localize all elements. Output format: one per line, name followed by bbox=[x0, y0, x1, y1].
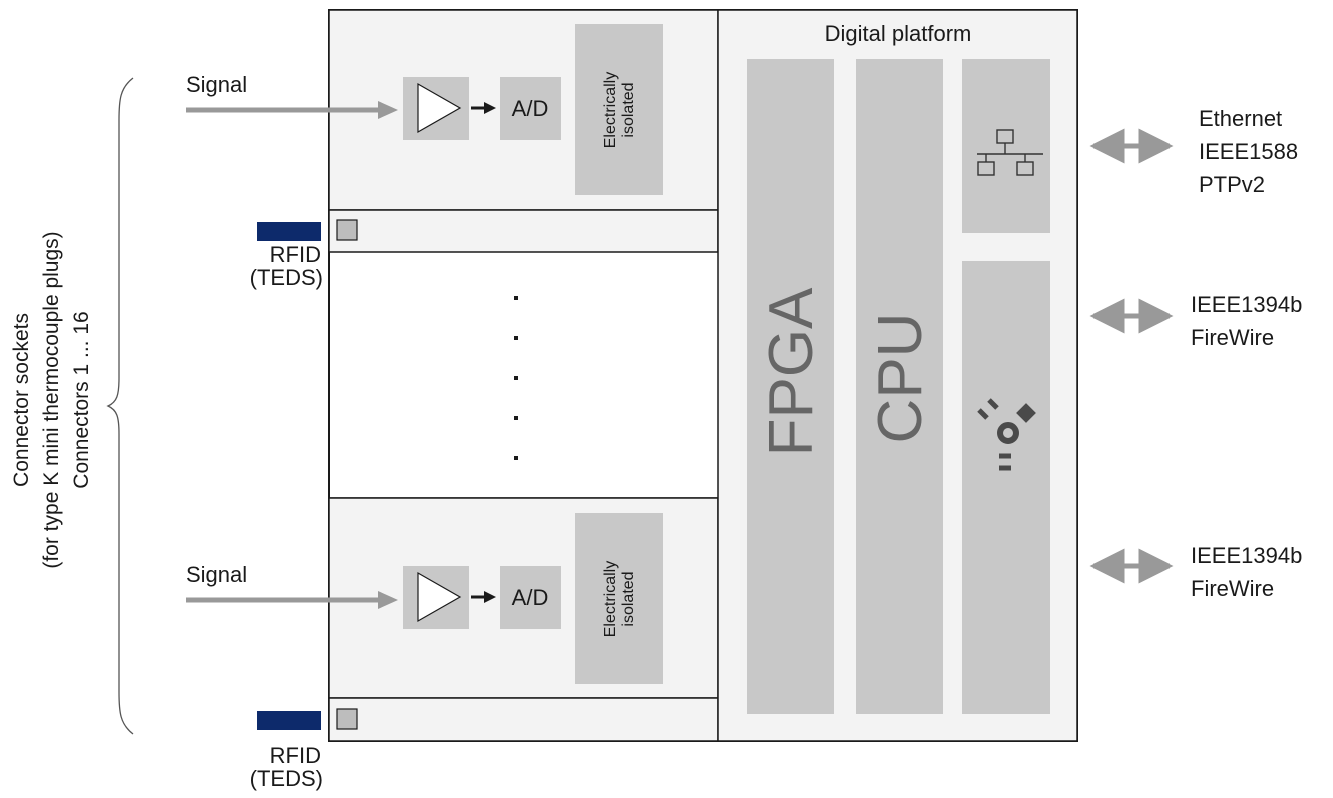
isolation-label-line1: Electrically bbox=[602, 72, 619, 148]
teds-chip-icon bbox=[336, 708, 358, 730]
rfid-label: RFID bbox=[270, 743, 321, 768]
cpu-label: CPU bbox=[866, 313, 935, 444]
interface-arrows bbox=[1089, 128, 1174, 584]
digital-platform: Digital platform FPGA CPU bbox=[717, 9, 1078, 742]
arrow-head-icon bbox=[484, 591, 496, 603]
cpu-block bbox=[856, 59, 943, 714]
rfid-tag-icon bbox=[257, 222, 321, 241]
ad-converter-label: A/D bbox=[512, 96, 549, 121]
isolation-block bbox=[575, 513, 663, 684]
signal-label: Signal bbox=[186, 562, 247, 587]
interface-label-line: IEEE1588 bbox=[1199, 139, 1298, 164]
channel-top: A/D Electrically isolated Signal RFID (T… bbox=[186, 9, 719, 290]
ad-converter-block bbox=[500, 77, 561, 140]
channel-bottom-teds-strip bbox=[328, 697, 719, 742]
firewire-block bbox=[962, 261, 1050, 714]
svg-text:Connectors 1 ... 16: Connectors 1 ... 16 bbox=[70, 311, 93, 488]
fpga-block bbox=[747, 59, 834, 714]
firewire-icon bbox=[977, 398, 1036, 471]
interface-label-line: PTPv2 bbox=[1199, 172, 1265, 197]
channel-ellipsis bbox=[514, 296, 518, 460]
teds-label: (TEDS) bbox=[250, 766, 323, 791]
isolation-label-line2: isolated bbox=[620, 82, 637, 137]
teds-chip-icon bbox=[336, 219, 358, 241]
amplifier-triangle-icon bbox=[417, 571, 462, 623]
svg-text:Connector sockets: Connector sockets bbox=[10, 313, 33, 487]
fpga-label: FPGA bbox=[757, 287, 826, 456]
arrow-head-icon bbox=[484, 102, 496, 114]
interface-label-line: IEEE1394b bbox=[1191, 292, 1302, 317]
signal-arrow-head-icon bbox=[378, 101, 398, 119]
isolation-label-line1: Electrically bbox=[602, 561, 619, 637]
interface-label-line: FireWire bbox=[1191, 576, 1274, 601]
interface-label-line: IEEE1394b bbox=[1191, 543, 1302, 568]
channel-top-teds-strip bbox=[328, 209, 719, 253]
network-icon bbox=[977, 129, 1043, 176]
ethernet-block bbox=[962, 59, 1050, 233]
isolation-block bbox=[575, 24, 663, 195]
teds-label: (TEDS) bbox=[250, 265, 323, 290]
connector-brace bbox=[106, 77, 134, 735]
ad-converter-block bbox=[500, 566, 561, 629]
digital-platform-title: Digital platform bbox=[825, 21, 972, 46]
isolation-label-line2: isolated bbox=[620, 571, 637, 626]
signal-label: Signal bbox=[186, 72, 247, 97]
signal-arrow-head-icon bbox=[378, 591, 398, 609]
rfid-tag-icon bbox=[257, 711, 321, 730]
amplifier-triangle-icon bbox=[417, 82, 462, 134]
interface-labels: Ethernet IEEE1588 PTPv2 IEEE1394b FireWi… bbox=[1191, 106, 1302, 601]
channel-bottom: A/D Electrically isolated Signal RFID (T… bbox=[186, 497, 719, 791]
interface-label-line: Ethernet bbox=[1199, 106, 1282, 131]
svg-text:(for type K mini thermocouple: (for type K mini thermocouple plugs) bbox=[40, 231, 63, 568]
rfid-label: RFID bbox=[270, 242, 321, 267]
ad-converter-label: A/D bbox=[512, 585, 549, 610]
connector-sockets-label: Connector sockets (for type K mini therm… bbox=[10, 231, 93, 568]
interface-label-line: FireWire bbox=[1191, 325, 1274, 350]
